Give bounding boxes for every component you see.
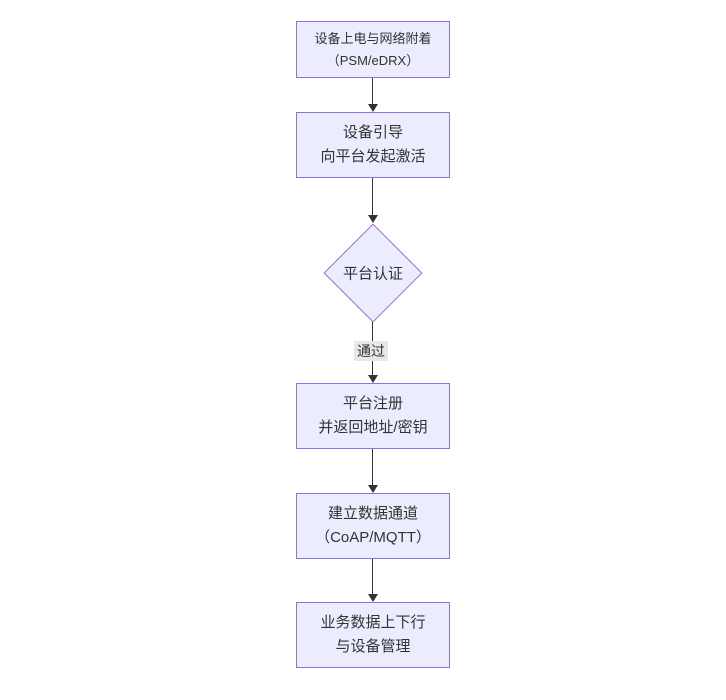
- arrowhead-icon: [367, 485, 378, 493]
- node-text-line: （CoAP/MQTT）: [315, 529, 431, 546]
- arrow-connector: [367, 78, 378, 112]
- node-platform-auth-decision: 平台认证: [322, 223, 424, 322]
- node-device-bootstrap-activate: 设备引导 向平台发起激活: [296, 112, 450, 178]
- node-text-line: （PSM/eDRX）: [326, 52, 420, 68]
- arrowhead-icon: [367, 594, 378, 602]
- node-text-line: 并返回地址/密钥: [318, 419, 428, 436]
- edge-label-pass: 通过: [354, 341, 388, 361]
- node-establish-data-channel: 建立数据通道 （CoAP/MQTT）: [296, 493, 450, 559]
- node-platform-register: 平台注册 并返回地址/密钥: [296, 383, 450, 449]
- node-business-data-device-mgmt: 业务数据上下行 与设备管理: [296, 602, 450, 668]
- arrow-connector: [367, 449, 378, 493]
- node-text-line: 建立数据通道: [327, 505, 418, 522]
- node-device-power-network-attach: 设备上电与网络附着 （PSM/eDRX）: [296, 21, 450, 78]
- node-text-line: 设备引导: [342, 124, 403, 141]
- arrowhead-icon: [367, 104, 378, 112]
- node-text-line: 向平台发起激活: [320, 148, 426, 165]
- node-text-line: 业务数据上下行: [320, 614, 426, 631]
- node-text-line: 与设备管理: [335, 638, 411, 655]
- arrowhead-icon: [367, 215, 378, 223]
- arrow-connector: [367, 178, 378, 223]
- node-text-line: 设备上电与网络附着: [314, 30, 432, 46]
- node-text-line: 平台注册: [342, 395, 403, 412]
- arrow-connector: [367, 559, 378, 602]
- arrowhead-icon: [367, 375, 378, 383]
- node-text-line: 平台认证: [342, 265, 404, 282]
